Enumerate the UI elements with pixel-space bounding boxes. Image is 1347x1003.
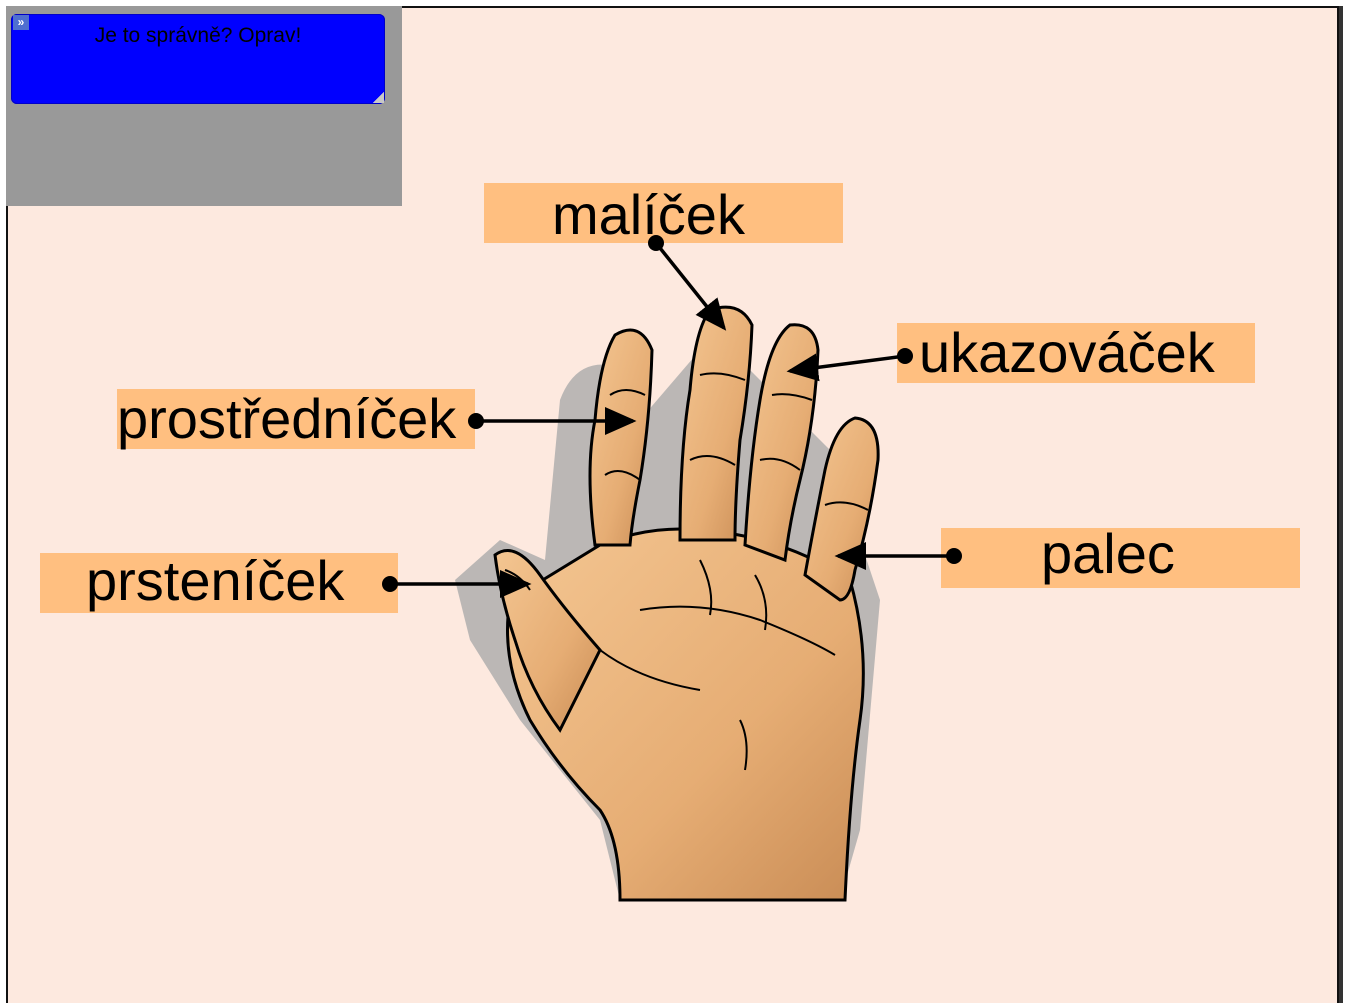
sticky-note[interactable]: Je to správně? Oprav! xyxy=(11,14,385,104)
note-text: Je to správně? Oprav! xyxy=(11,24,385,48)
resize-handle-icon[interactable] xyxy=(373,92,384,103)
expand-icon[interactable]: » xyxy=(13,15,29,30)
label-text: prostředníček xyxy=(117,389,456,449)
label-text: prsteníček xyxy=(86,551,344,611)
label-ukazovacek[interactable]: ukazováček xyxy=(897,323,1255,383)
label-palec[interactable]: palec xyxy=(941,528,1300,588)
label-text: ukazováček xyxy=(919,323,1215,383)
label-prstenicek[interactable]: prsteníček xyxy=(40,553,398,613)
label-text: malíček xyxy=(552,185,745,245)
label-malicek[interactable]: malíček xyxy=(484,183,843,243)
label-text: palec xyxy=(1041,524,1175,584)
label-prostrednicek[interactable]: prostředníček xyxy=(117,389,475,449)
